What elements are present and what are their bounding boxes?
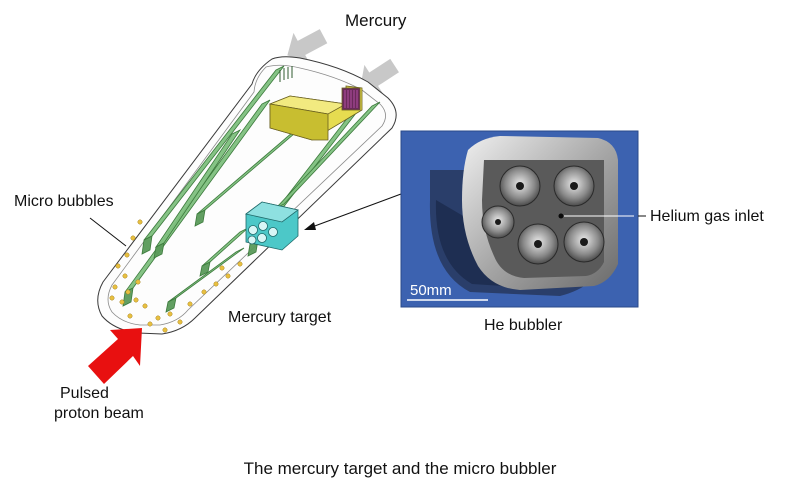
mercury-manifold (268, 85, 363, 141)
photo-callout-arrow-icon (304, 193, 402, 230)
mercury-target-label: Mercury target (228, 309, 332, 326)
mercury-out-arrow-icon (287, 29, 328, 63)
micro-bubbles-leader (89, 217, 127, 247)
bubbler-module (245, 201, 299, 251)
he-bubbler-label: He bubbler (484, 317, 563, 334)
scale-bar-label: 50mm (410, 282, 452, 299)
proton-beam-arrow-icon (88, 328, 142, 384)
inlet-grids (279, 66, 293, 82)
figure-caption: The mercury target and the micro bubbler (243, 459, 557, 478)
helium-gas-inlet-label: Helium gas inlet (650, 208, 764, 225)
pulsed-proton-beam-label-line1: Pulsed (60, 385, 109, 402)
micro-bubbles-label: Micro bubbles (14, 193, 114, 210)
he-bubbler-photo (400, 130, 639, 308)
mercury-label: Mercury (345, 11, 407, 30)
pulsed-proton-beam-label-line2: proton beam (54, 405, 144, 422)
micro-bubble-dots (109, 219, 243, 333)
